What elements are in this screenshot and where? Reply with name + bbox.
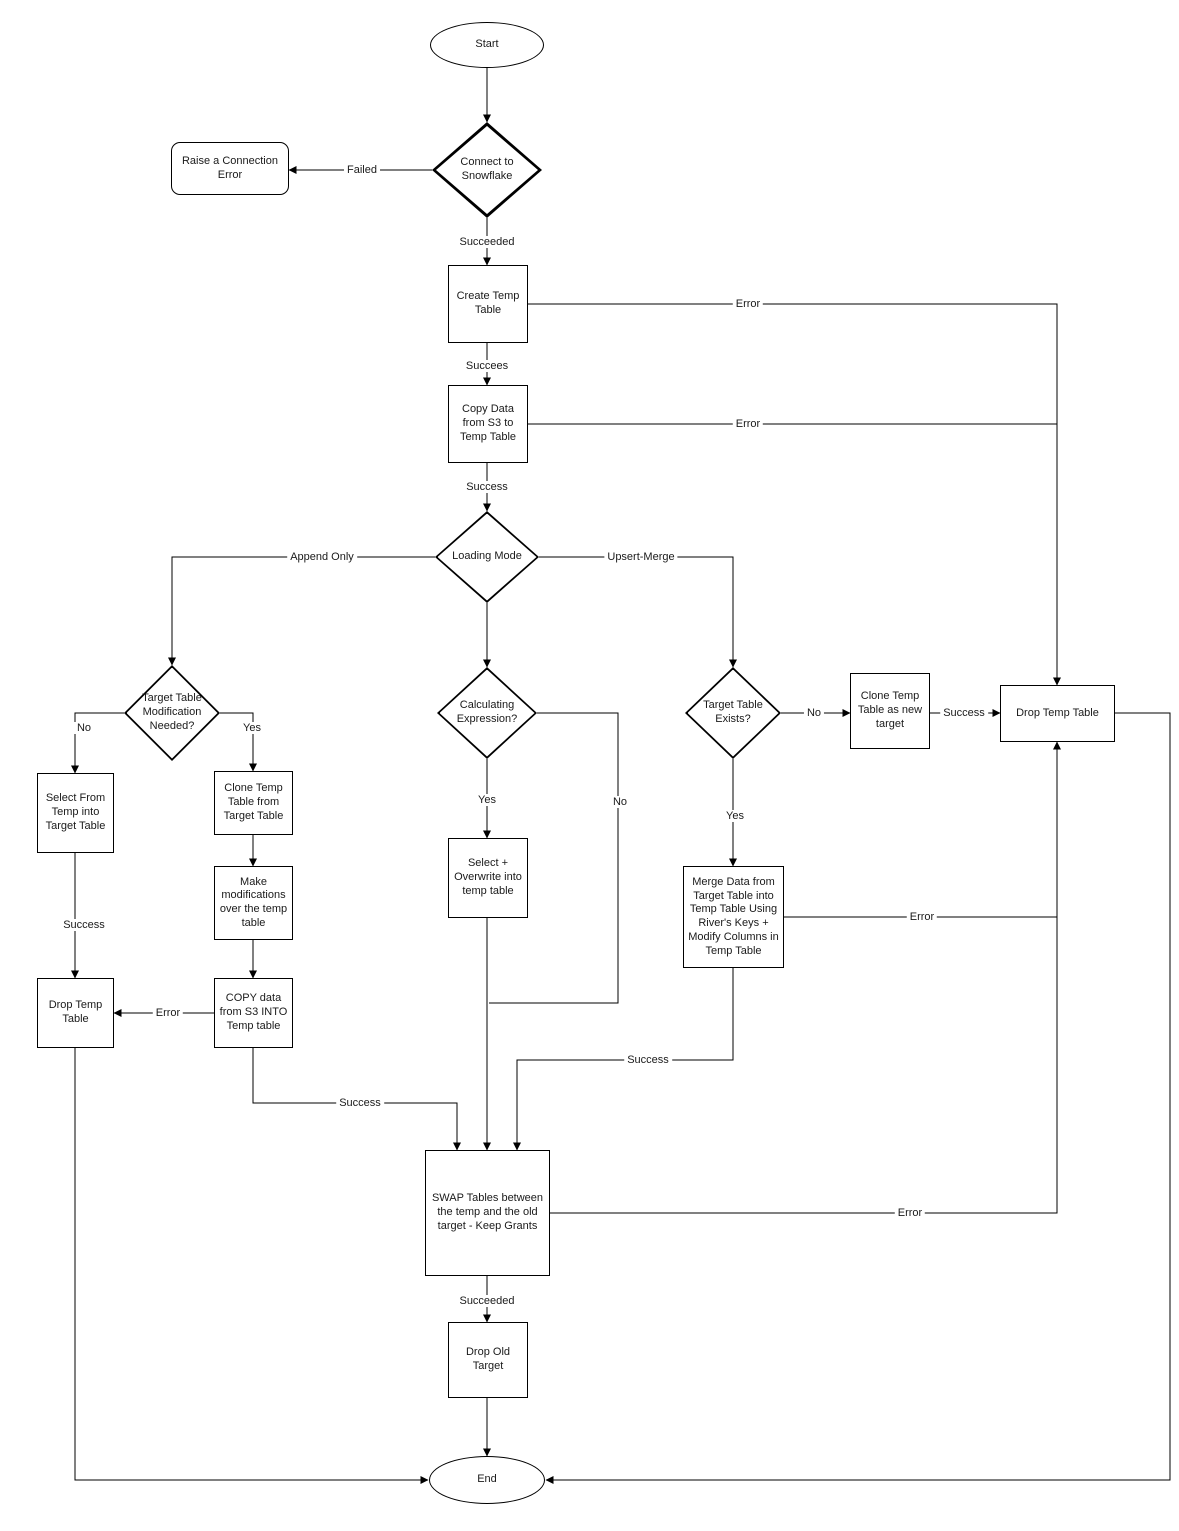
node-start-label: Start xyxy=(475,38,499,51)
edge-label-error-copy-into: Error xyxy=(152,1007,184,1019)
edge-append-only xyxy=(168,556,435,666)
node-loading-mode-label: Loading Mode xyxy=(452,550,522,563)
node-make-modifications: Make modifications over the temp table xyxy=(214,866,293,940)
node-end-label: End xyxy=(477,1473,497,1486)
node-select-from-temp-label: Select From Temp into Target Table xyxy=(45,792,106,832)
node-drop-temp-table-left-label: Drop Temp Table xyxy=(48,999,103,1025)
node-copy-data-s3-label: Copy Data from S3 to Temp Table xyxy=(459,403,517,443)
edge-label-yes-exists: Yes xyxy=(723,810,747,822)
node-connect-snowflake-label: Connect to Snowflake xyxy=(460,156,514,182)
node-loading-mode: Loading Mode xyxy=(435,511,539,603)
node-swap-tables: SWAP Tables between the temp and the old… xyxy=(425,1150,550,1276)
node-raise-connection-error: Raise a Connection Error xyxy=(171,142,289,195)
node-end: End xyxy=(429,1456,545,1504)
node-target-table-modification: Target Table Modification Needed? xyxy=(124,665,220,761)
edge-calc-no xyxy=(489,712,619,1004)
edge-create-error xyxy=(528,303,1061,686)
node-select-overwrite-label: Select + Overwrite into temp table xyxy=(454,857,522,897)
edge-label-error-copy: Error xyxy=(732,418,764,430)
edge-label-error-create: Error xyxy=(732,298,764,310)
edge-swap-error xyxy=(550,741,1061,1214)
edge-label-succees: Succees xyxy=(462,360,512,372)
node-copy-data-s3: Copy Data from S3 to Temp Table xyxy=(448,385,528,463)
node-copy-s3-into-temp: COPY data from S3 INTO Temp table xyxy=(214,978,293,1048)
edge-upsert-merge xyxy=(539,556,737,668)
node-make-modifications-label: Make modifications over the temp table xyxy=(219,875,288,929)
edge-label-success-clone: Success xyxy=(940,707,988,719)
edge-label-no-calc: No xyxy=(609,796,631,808)
node-merge-data-label: Merge Data from Target Table into Temp T… xyxy=(688,875,779,957)
node-clone-temp-new-target: Clone Temp Table as new target xyxy=(850,673,930,749)
node-drop-old-target: Drop Old Target xyxy=(448,1322,528,1398)
node-target-table-exists-label: Target Table Exists? xyxy=(703,699,763,725)
edge-label-yes-modification: Yes xyxy=(240,722,264,734)
node-start: Start xyxy=(430,22,544,68)
edge-label-upsert-merge: Upsert-Merge xyxy=(604,551,678,563)
edge-label-append-only: Append Only xyxy=(287,551,357,563)
node-target-table-modification-label: Target Table Modification Needed? xyxy=(142,692,202,732)
edge-label-no-exists: No xyxy=(803,707,825,719)
edge-label-success-select: Success xyxy=(60,919,108,931)
node-drop-temp-table-right: Drop Temp Table xyxy=(1000,685,1115,742)
node-drop-temp-table-left: Drop Temp Table xyxy=(37,978,114,1048)
edge-label-error-merge: Error xyxy=(906,911,938,923)
node-connect-snowflake: Connect to Snowflake xyxy=(432,122,542,218)
node-clone-temp-from-target: Clone Temp Table from Target Table xyxy=(214,771,293,835)
edge-label-error-swap: Error xyxy=(894,1207,926,1219)
node-target-table-exists: Target Table Exists? xyxy=(685,667,781,759)
node-create-temp-table-label: Create Temp Table xyxy=(456,290,520,316)
edge-droptempright-to-end xyxy=(545,712,1171,1484)
node-calculating-expression-label: Calculating Expression? xyxy=(456,699,518,725)
edge-label-succeeded-swap: Succeeded xyxy=(456,1295,518,1307)
node-clone-temp-new-target-label: Clone Temp Table as new target xyxy=(857,690,923,730)
node-merge-data: Merge Data from Target Table into Temp T… xyxy=(683,866,784,968)
edge-label-failed: Failed xyxy=(344,164,380,176)
node-clone-temp-from-target-label: Clone Temp Table from Target Table xyxy=(223,782,284,822)
node-calculating-expression: Calculating Expression? xyxy=(437,667,537,759)
edge-label-success-copy-into: Success xyxy=(336,1097,384,1109)
edge-modification-no xyxy=(71,712,124,774)
node-copy-s3-into-temp-label: COPY data from S3 INTO Temp table xyxy=(219,992,288,1032)
edge-modification-yes xyxy=(220,712,257,772)
edge-label-success-copy: Success xyxy=(463,481,511,493)
node-drop-old-target-label: Drop Old Target xyxy=(465,1346,511,1372)
edge-label-succeeded-top: Succeeded xyxy=(456,236,518,248)
node-swap-tables-label: SWAP Tables between the temp and the old… xyxy=(431,1192,544,1232)
edge-label-success-merge: Success xyxy=(624,1054,672,1066)
node-select-overwrite: Select + Overwrite into temp table xyxy=(448,838,528,918)
edge-droptempleft-to-end xyxy=(74,1048,429,1484)
edge-label-no-modification: No xyxy=(73,722,95,734)
node-select-from-temp: Select From Temp into Target Table xyxy=(37,773,114,853)
node-raise-connection-error-label: Raise a Connection Error xyxy=(181,154,278,181)
node-create-temp-table: Create Temp Table xyxy=(448,265,528,343)
node-drop-temp-table-right-label: Drop Temp Table xyxy=(1016,706,1099,719)
edge-label-yes-calc: Yes xyxy=(475,794,499,806)
